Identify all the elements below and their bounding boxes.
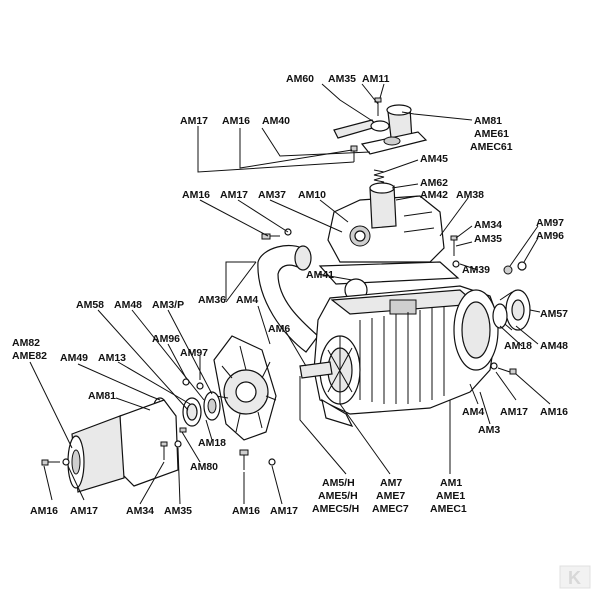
bearing-am18-left [203, 391, 221, 421]
end-cover-am4 [213, 335, 277, 441]
label-ame82: AME82 [12, 350, 47, 362]
lever-valve-assembly [333, 104, 428, 155]
label-am57: AM57 [540, 308, 568, 320]
label-am80: AM80 [190, 461, 218, 473]
label-am49: AM49 [60, 352, 88, 364]
label-am17-bm: AM17 [270, 505, 298, 517]
label-am37: AM37 [258, 189, 286, 201]
brand-logo-letter: K [568, 568, 581, 588]
label-am35-b: AM35 [164, 505, 192, 517]
screw-am34-bottom [160, 441, 168, 460]
label-am18-r: AM18 [504, 340, 532, 352]
label-amec5h: AMEC5/H [312, 503, 359, 515]
hose-am36 [257, 245, 319, 353]
label-ame61: AME61 [474, 128, 509, 140]
label-amec61: AMEC61 [470, 141, 513, 153]
label-am17-r: AM17 [500, 406, 528, 418]
label-am6: AM6 [268, 323, 290, 335]
label-am41: AM41 [306, 269, 334, 281]
label-amec1: AMEC1 [430, 503, 467, 515]
label-am7: AM7 [380, 477, 402, 489]
label-am48-l: AM48 [114, 299, 142, 311]
label-am39: AM39 [462, 264, 490, 276]
label-ame5h: AME5/H [318, 490, 358, 502]
bearing-am18-right [492, 303, 508, 329]
label-am34-b: AM34 [126, 505, 154, 517]
label-am96-r: AM96 [536, 230, 564, 242]
label-am36: AM36 [198, 294, 226, 306]
label-am81-top: AM81 [474, 115, 502, 127]
valve-housing-am10 [327, 182, 445, 263]
label-am45: AM45 [420, 153, 448, 165]
label-am35-r: AM35 [474, 233, 502, 245]
screw-am16-left [261, 233, 280, 240]
screw-am16-top [350, 145, 358, 162]
washer-am17-bottom-mid [268, 458, 276, 466]
pump-body-am1 [313, 285, 499, 427]
label-am16-r: AM16 [540, 406, 568, 418]
label-am34-r: AM34 [474, 219, 502, 231]
label-am48-r: AM48 [540, 340, 568, 352]
label-am60: AM60 [286, 73, 314, 85]
label-am42: AM42 [420, 189, 448, 201]
label-am35-top: AM35 [328, 73, 356, 85]
screw-am16-bottom-mid [239, 449, 249, 470]
label-am10: AM10 [298, 189, 326, 201]
label-am1: AM1 [440, 477, 462, 489]
label-am40: AM40 [262, 115, 290, 127]
drive-housing-am81 [67, 399, 179, 493]
nut-am97-left [196, 382, 204, 390]
screw-am16-right [497, 367, 517, 375]
washer-am17-right [490, 362, 498, 370]
label-am16-b: AM16 [182, 189, 210, 201]
gasket-am41 [318, 261, 460, 285]
label-am18-l: AM18 [198, 437, 226, 449]
pulley-am57 [499, 289, 531, 331]
nut-am97-right [503, 265, 513, 275]
label-am3p: AM3/P [152, 299, 184, 311]
screw-am34-right [450, 235, 458, 256]
washer-am39 [452, 260, 460, 268]
label-ame1: AME1 [436, 490, 465, 502]
label-am17-top: AM17 [180, 115, 208, 127]
label-am81-l: AM81 [88, 390, 116, 402]
brand-logo: K [559, 565, 591, 589]
washer-am35-bottom [174, 440, 182, 448]
label-am16-top: AM16 [222, 115, 250, 127]
label-am16-bl: AM16 [30, 505, 58, 517]
screw-am16-bottom-left [41, 459, 60, 466]
label-am38: AM38 [456, 189, 484, 201]
label-amec7: AMEC7 [372, 503, 409, 515]
label-am82: AM82 [12, 337, 40, 349]
label-am5h: AM5/H [322, 477, 355, 489]
label-ame7: AME7 [376, 490, 405, 502]
label-am58: AM58 [76, 299, 104, 311]
label-am4-r: AM4 [462, 406, 484, 418]
label-am62: AM62 [420, 177, 448, 189]
label-am17-b: AM17 [220, 189, 248, 201]
label-am16-bm: AM16 [232, 505, 260, 517]
label-am4-top: AM4 [236, 294, 258, 306]
label-am3: AM3 [478, 424, 500, 436]
label-am17-bl: AM17 [70, 505, 98, 517]
washer-am96-right [517, 261, 527, 271]
label-am13: AM13 [98, 352, 126, 364]
label-am11: AM11 [362, 73, 390, 85]
label-am97-l: AM97 [180, 347, 208, 359]
leader-lines [29, 83, 551, 505]
seal-am13 [182, 397, 202, 427]
label-am97-r: AM97 [536, 217, 564, 229]
washer-am17-bottom-left [62, 458, 70, 466]
part-labels: AM60 AM35 AM11 AM81 AME61 AMEC61 AM17 AM… [12, 73, 568, 517]
label-am96-l: AM96 [152, 333, 180, 345]
key-am80 [179, 427, 187, 433]
shaft-am5h [299, 361, 333, 379]
